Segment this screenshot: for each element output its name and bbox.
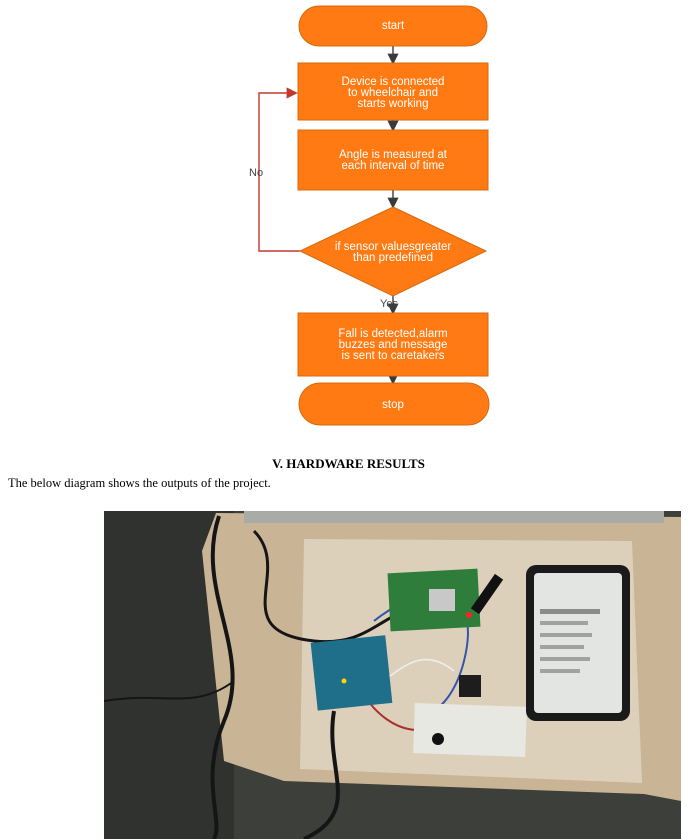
stop-label: stop: [382, 399, 404, 411]
phone-message-4: [540, 645, 584, 649]
angle-label-line-2: each interval of time: [342, 160, 445, 172]
fall-label-line-3: is sent to caretakers: [342, 350, 445, 362]
sim-holder: [429, 589, 455, 611]
gsm-led: [466, 612, 472, 618]
black-cable-1: [210, 515, 235, 839]
device-label-line-2: to wheelchair and: [348, 87, 438, 99]
decision-diamond: [298, 206, 488, 297]
yes-branch-label: Yes: [380, 298, 398, 310]
black-cable-2: [252, 529, 425, 644]
device-label-line-3: starts working: [358, 98, 429, 110]
start-label: start: [382, 20, 405, 32]
buzzer: [432, 733, 444, 745]
angle-label-line-1: Angle is measured at: [339, 149, 448, 161]
angle-process: [297, 129, 489, 191]
section-heading: V. HARDWARE RESULTS: [272, 456, 425, 471]
decision-label-line-1: if sensor valuesgreater: [335, 241, 452, 253]
hardware-photo: [104, 511, 681, 839]
intro-paragraph: The below diagram shows the outputs of t…: [8, 476, 271, 490]
start-terminal: [298, 5, 488, 47]
fall-label-line-1: Fall is detected,alarm: [338, 328, 447, 340]
fall-label-line-2: buzzes and message: [339, 339, 448, 351]
phone-message-2: [540, 621, 588, 625]
device-process: [297, 62, 489, 121]
phone-message-3: [540, 633, 592, 637]
laptop-edge: [244, 511, 664, 523]
antenna: [470, 573, 504, 615]
no-loop-connector: [258, 87, 300, 252]
device-label-line-1: Device is connected: [342, 76, 445, 88]
black-cable-4: [104, 680, 235, 702]
phone-message-6: [540, 669, 580, 673]
decision-label-line-2: than predefined: [353, 252, 433, 264]
fall-process: [297, 312, 489, 377]
arduino-board: [310, 635, 393, 711]
no-branch-label: No: [249, 167, 263, 179]
black-cable-3: [303, 710, 340, 839]
stop-terminal: [298, 382, 490, 426]
phone-message-1: [540, 609, 600, 614]
arduino-led: [341, 678, 347, 684]
sensor-module: [459, 675, 481, 697]
flowchart: start Device is connected to wheelchair …: [249, 5, 490, 426]
breadboard: [413, 703, 527, 757]
phone-screen: [534, 573, 622, 713]
phone-message-5: [540, 657, 590, 661]
